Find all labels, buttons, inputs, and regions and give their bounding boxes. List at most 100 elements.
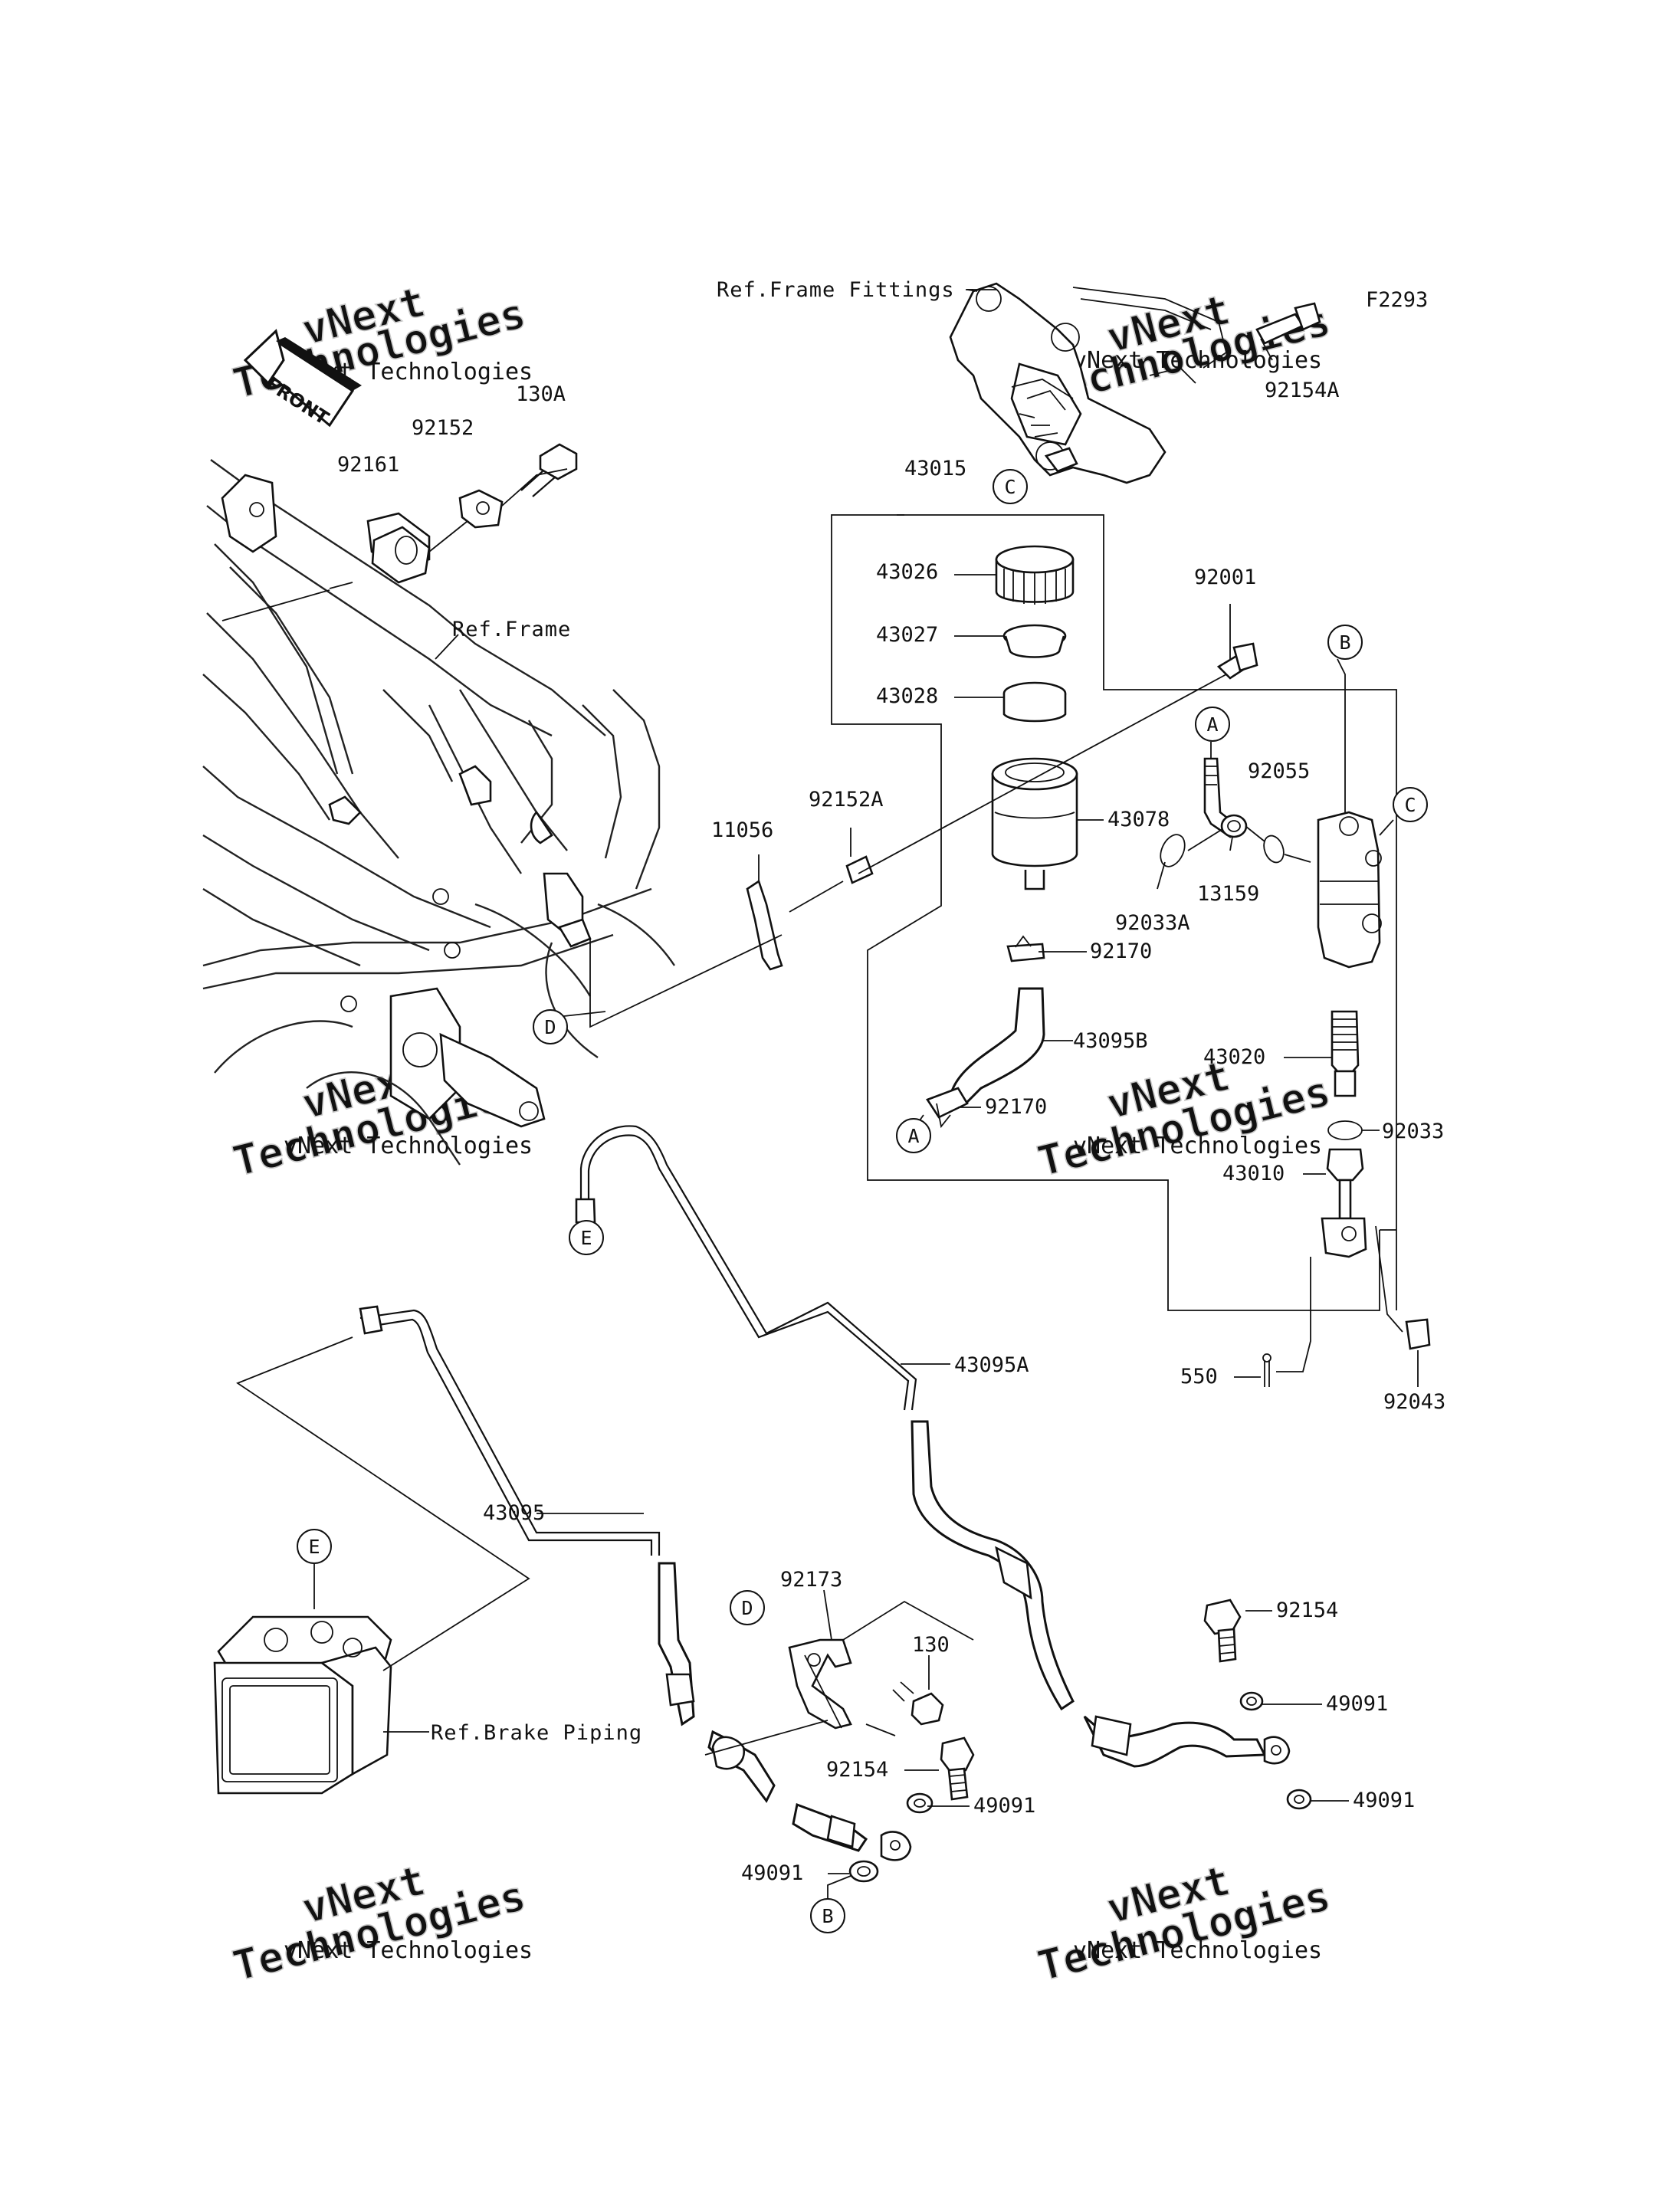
part-label-92161: 92161: [337, 453, 399, 477]
part-92170-clamp-upper: [1006, 935, 1045, 962]
part-brake-hose-run: [911, 1420, 1291, 1768]
callout-D-left: D: [533, 1009, 568, 1044]
part-130A-bolt: [520, 443, 578, 497]
part-92055-oring: [1263, 835, 1285, 864]
svg-text:vNext Technologies: vNext Technologies: [1073, 347, 1322, 374]
part-label-92001: 92001: [1194, 566, 1256, 589]
callout-E-abs: E: [297, 1529, 332, 1564]
callout-D-bracket: D: [730, 1590, 765, 1625]
svg-text:vNext Technologies: vNext Technologies: [1073, 1133, 1322, 1159]
callout-B-bottom: B: [810, 1898, 845, 1933]
part-label-92170-upper: 92170: [1090, 939, 1152, 963]
svg-text:vNext Technologies: vNext Technologies: [1073, 1937, 1322, 1964]
part-13159-fitting: [1220, 814, 1248, 838]
svg-text:E: E: [580, 1227, 592, 1249]
part-label-92154-right: 92154: [1276, 1599, 1338, 1622]
svg-text:vNext Technologies: vNext Technologies: [284, 1133, 533, 1159]
callout-C-right: C: [1393, 787, 1428, 822]
part-43010-pushrod: [1321, 1148, 1367, 1258]
part-label-92154-left: 92154: [826, 1758, 888, 1782]
svg-text:E: E: [308, 1536, 320, 1558]
part-label-11056: 11056: [711, 818, 773, 842]
part-label-43010: 43010: [1222, 1162, 1285, 1185]
part-label-550: 550: [1180, 1365, 1218, 1389]
part-label-43015: 43015: [904, 457, 966, 480]
part-43020-piston: [1331, 1010, 1360, 1097]
svg-text:vNext Technologies: vNext Technologies: [284, 1937, 533, 1964]
watermark-bottom-left: vNext Technologies vNext Technologies: [228, 1855, 533, 1991]
svg-text:C: C: [1004, 476, 1016, 498]
part-92154A-bolt: [1255, 302, 1321, 345]
svg-text:B: B: [1339, 631, 1350, 654]
part-43026-cap: [995, 545, 1075, 605]
part-label-92043: 92043: [1383, 1390, 1445, 1414]
part-label-92152A: 92152A: [809, 788, 884, 812]
svg-text:D: D: [741, 1597, 753, 1619]
motorcycle-frame: [202, 459, 675, 1166]
svg-text:C: C: [1404, 794, 1416, 816]
part-92043-pin: [1405, 1318, 1431, 1350]
callout-A-lower: A: [896, 1118, 931, 1153]
part-abs-unit: [213, 1615, 392, 1795]
part-label-43027: 43027: [876, 623, 938, 647]
callout-B-top: B: [1327, 625, 1363, 660]
part-label-43026: 43026: [876, 560, 938, 584]
part-43078-reservoir: [991, 757, 1078, 890]
part-43095-pipe: [359, 1305, 661, 1556]
part-label-43095: 43095: [483, 1501, 545, 1525]
part-550-cotter: [1262, 1353, 1271, 1387]
diagram-code: F2293: [1366, 288, 1428, 312]
front-arrow: FRONT: [243, 329, 362, 429]
part-label-49091-left-top: 49091: [973, 1794, 1035, 1818]
callout-C-top: C: [993, 469, 1028, 504]
part-label-92154A: 92154A: [1265, 379, 1340, 402]
part-label-92170-lower: 92170: [985, 1095, 1047, 1119]
ref-brake-piping-label: Ref.Brake Piping: [431, 1721, 642, 1745]
part-label-43095A: 43095A: [954, 1353, 1029, 1377]
callout-E-pipe: E: [569, 1220, 604, 1255]
part-label-92055: 92055: [1248, 759, 1310, 783]
part-label-49091-left-bottom: 49091: [741, 1861, 803, 1885]
watermark-mid-right: vNext Technologies vNext Technologies: [1032, 1051, 1335, 1186]
part-label-43020: 43020: [1203, 1045, 1265, 1069]
part-92170-clamp-lower: [926, 1087, 969, 1129]
svg-text:D: D: [544, 1016, 556, 1038]
part-label-130A: 130A: [516, 382, 566, 406]
part-49091-washer-right-top: [1239, 1691, 1264, 1711]
watermark-bottom-right: vNext Technologies vNext Technologies: [1032, 1855, 1335, 1991]
part-label-92033A: 92033A: [1115, 911, 1190, 935]
part-label-49091-right-top: 49091: [1326, 1692, 1388, 1716]
part-92001-bolt: [1216, 642, 1258, 680]
part-label-92152: 92152: [412, 416, 474, 440]
part-92154-banjo-bolt-right: [1203, 1599, 1242, 1663]
svg-text:B: B: [822, 1905, 833, 1927]
assembly-43015-outline: [831, 514, 1397, 1311]
svg-text:A: A: [907, 1125, 919, 1147]
ref-frame-label: Ref.Frame: [452, 618, 571, 641]
part-92154-banjo-bolt-left: [940, 1736, 975, 1801]
part-43028-plate: [1002, 681, 1067, 723]
part-label-92033: 92033: [1382, 1120, 1444, 1143]
part-92033A-circlip: [1160, 834, 1186, 867]
part-49091-washer-left-top: [906, 1792, 934, 1814]
part-43095B-hose: [949, 987, 1045, 1105]
part-92033-circlip: [1327, 1120, 1363, 1140]
part-49091-washer-right-bottom: [1286, 1789, 1312, 1810]
part-92161-grommet: [371, 526, 431, 584]
part-92152-collar: [458, 489, 504, 529]
part-label-49091-right-bottom: 49091: [1353, 1789, 1415, 1812]
part-label-130: 130: [912, 1633, 950, 1657]
part-43027-diaphragm: [1002, 624, 1067, 658]
part-130-bolt: [892, 1681, 944, 1726]
part-92173-bracket: [788, 1638, 852, 1730]
svg-text:A: A: [1206, 713, 1218, 736]
part-49091-washer-left-bottom: [848, 1860, 879, 1883]
part-label-43095B: 43095B: [1073, 1029, 1148, 1053]
part-master-cylinder-body: [1317, 811, 1382, 969]
frame-fittings-bracket: [949, 282, 1228, 484]
part-11056-bracket: [746, 879, 783, 971]
ref-frame-fittings-label: Ref.Frame Fittings: [717, 278, 955, 302]
part-label-13159: 13159: [1197, 882, 1259, 906]
part-label-92173: 92173: [780, 1568, 842, 1592]
